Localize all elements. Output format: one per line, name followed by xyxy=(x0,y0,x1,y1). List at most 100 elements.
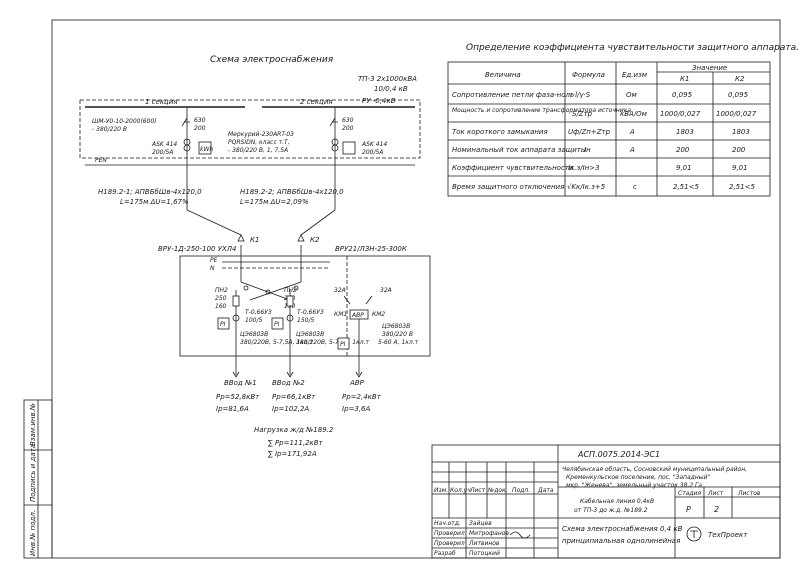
meter-center-2: PQRSIDN, класс т.Т, xyxy=(228,139,290,146)
svg-text:Номинальный ток аппарата защит: Номинальный ток аппарата защиты xyxy=(452,146,587,154)
th-unit: Ед.изм xyxy=(622,71,648,79)
company-logo-icon xyxy=(686,526,702,542)
p2b: Iр=102,2А xyxy=(272,405,309,413)
ct2: Т-0,66УЗ xyxy=(297,309,324,316)
sw2b: 200 xyxy=(342,125,354,132)
table-row: Сопротивление петли фаза-ноль r·l/γ·S Ом… xyxy=(452,91,749,99)
object-2: от ТП-3 до ж.д. №189.2 xyxy=(574,507,648,514)
m1a: ЦЭ6803В xyxy=(240,331,268,338)
sw2a: 630 xyxy=(342,117,354,124)
col-kol: Кол.уч xyxy=(450,487,471,494)
table-row: Время защитного отключения √Kк/Iк.з+5 с … xyxy=(452,183,755,191)
pi-3: PI xyxy=(340,341,346,348)
stamp-vzam: Взам.инв.№ xyxy=(29,403,37,446)
qs1b: 250 xyxy=(215,295,227,302)
svg-text:Сопротивление петли фаза-ноль: Сопротивление петли фаза-ноль xyxy=(452,91,574,99)
drawing-frame xyxy=(51,19,781,559)
p2a: Рр=66,1кВт xyxy=(272,393,316,401)
qs1c: 160 xyxy=(215,303,227,310)
meter-1-icon xyxy=(198,141,212,155)
tt1-label: ШМ-У0-10-2000(600) xyxy=(92,118,157,125)
svg-text:√Kк/Iк.з+5: √Kк/Iк.з+5 xyxy=(567,183,606,191)
switch-1-icon xyxy=(181,117,190,127)
col-izm: Изм. xyxy=(434,487,448,494)
svg-text:0,095: 0,095 xyxy=(672,91,693,99)
cable-1-line xyxy=(186,195,242,236)
km2: КМ2 xyxy=(372,311,385,318)
sw1b: 200 xyxy=(194,125,206,132)
tp-label: ТП-3 2х1000кВА xyxy=(358,75,417,83)
table-row: Мощность и сопротивление трансформатора … xyxy=(452,107,757,118)
svg-text:r·l/γ·S: r·l/γ·S xyxy=(570,91,591,99)
pen-label: PEN xyxy=(95,157,107,164)
ct2b: 150/5 xyxy=(297,317,314,324)
svg-text:Ом: Ом xyxy=(626,91,638,99)
svg-text:А: А xyxy=(629,128,635,136)
th-name: Величина xyxy=(485,71,521,79)
svg-text:Время защитного отключения: Время защитного отключения xyxy=(452,183,564,191)
cable1-a: Н189.2-1; АПВБбШв-4х120,0 xyxy=(98,188,202,196)
name-4: Потоцкий xyxy=(469,550,500,557)
svg-text:Мощность и сопротивление транс: Мощность и сопротивление трансформатора … xyxy=(452,107,631,114)
p1a: Рр=52,8кВт xyxy=(216,393,260,401)
p1b: Iр=81,6А xyxy=(216,405,249,413)
m3c: 5-60 А, 1кл.т xyxy=(378,339,419,346)
sw1a: 630 xyxy=(194,117,206,124)
cable2-b: L=175м ΔU=2,09% xyxy=(240,198,309,206)
svg-text:9,01: 9,01 xyxy=(676,164,692,172)
svg-text:А: А xyxy=(629,146,635,154)
ask1a: ASK 414 xyxy=(151,141,177,148)
p3b: Iр=3,6А xyxy=(342,405,371,413)
load-title: Нагрузка ж/д №189.2 xyxy=(254,426,334,434)
k1-label: К1 xyxy=(250,236,259,244)
m3a: ЦЭ6803В xyxy=(382,323,410,330)
ask2a: ASK 414 xyxy=(361,141,387,148)
sheet-value: 2 xyxy=(714,505,719,514)
n-label: N xyxy=(210,265,215,272)
svg-text:Iк.з/Iн>3: Iк.з/Iн>3 xyxy=(568,164,600,172)
svg-text:9,01: 9,01 xyxy=(732,164,748,172)
svg-text:0,095: 0,095 xyxy=(728,91,749,99)
ask1b: 200/5А xyxy=(152,149,173,156)
ct1b: 100/5 xyxy=(245,317,262,324)
th-k1: К1 xyxy=(680,75,689,83)
table-title: Определение коэффициента чувствительност… xyxy=(466,43,799,53)
changeover-cross xyxy=(240,281,302,301)
name-3: Литвинов xyxy=(468,540,500,547)
svg-text:2,51<5: 2,51<5 xyxy=(729,183,755,191)
switch-2-icon xyxy=(329,117,338,127)
meter-center-3: - 380/220 В, 1, 7,5А xyxy=(228,147,288,154)
qs1a: ПН2 xyxy=(215,287,228,294)
section1-label: 1 секция xyxy=(145,98,178,106)
address-1: Челябинская область, Сосновский муниципа… xyxy=(562,466,747,473)
doc-title-2: принципиальная однолинейная xyxy=(562,537,680,545)
svg-text:1000/0,027: 1000/0,027 xyxy=(716,110,757,118)
p3a: Рр=2,4кВт xyxy=(342,393,382,401)
out3-label: АВР xyxy=(349,379,365,387)
meter-b1-icon xyxy=(217,317,230,330)
doc-title-1: Схема электроснабжения 0,4 кВ xyxy=(562,525,683,533)
ct1: Т-0,66УЗ xyxy=(245,309,272,316)
svg-text:200: 200 xyxy=(676,146,690,154)
vru-right-label: ВРУ21/ЛЗН-25-300К xyxy=(335,245,408,253)
svg-text:1803: 1803 xyxy=(732,128,750,136)
table-row: Коэффициент чувствительности Iк.з/Iн>3 9… xyxy=(452,164,748,172)
meter-2-icon xyxy=(342,141,356,155)
doc-code: АСП.0075.2014-ЭС1 xyxy=(577,450,660,459)
th-value: Значение xyxy=(692,64,727,72)
role-2: Проверил xyxy=(434,530,465,537)
col-data: Дата xyxy=(537,487,554,494)
pi-2: PI xyxy=(274,321,280,328)
km1: КМ1 xyxy=(334,311,347,318)
pe-label: РЕ xyxy=(210,257,218,264)
section2-label: 2 секция xyxy=(300,98,333,106)
svg-text:Ток короткого замыкания: Ток короткого замыкания xyxy=(452,128,548,136)
title-block xyxy=(431,444,781,559)
th-formula: Формула xyxy=(572,71,605,79)
role-4: Разраб xyxy=(434,550,456,557)
svg-text:Uф/Zп+Zтр: Uф/Zп+Zтр xyxy=(568,128,611,136)
svg-text:1000/0,027: 1000/0,027 xyxy=(660,110,701,118)
col-podp: Подп. xyxy=(512,487,530,494)
stamp-sign-date: Подпись и дата xyxy=(29,444,37,502)
